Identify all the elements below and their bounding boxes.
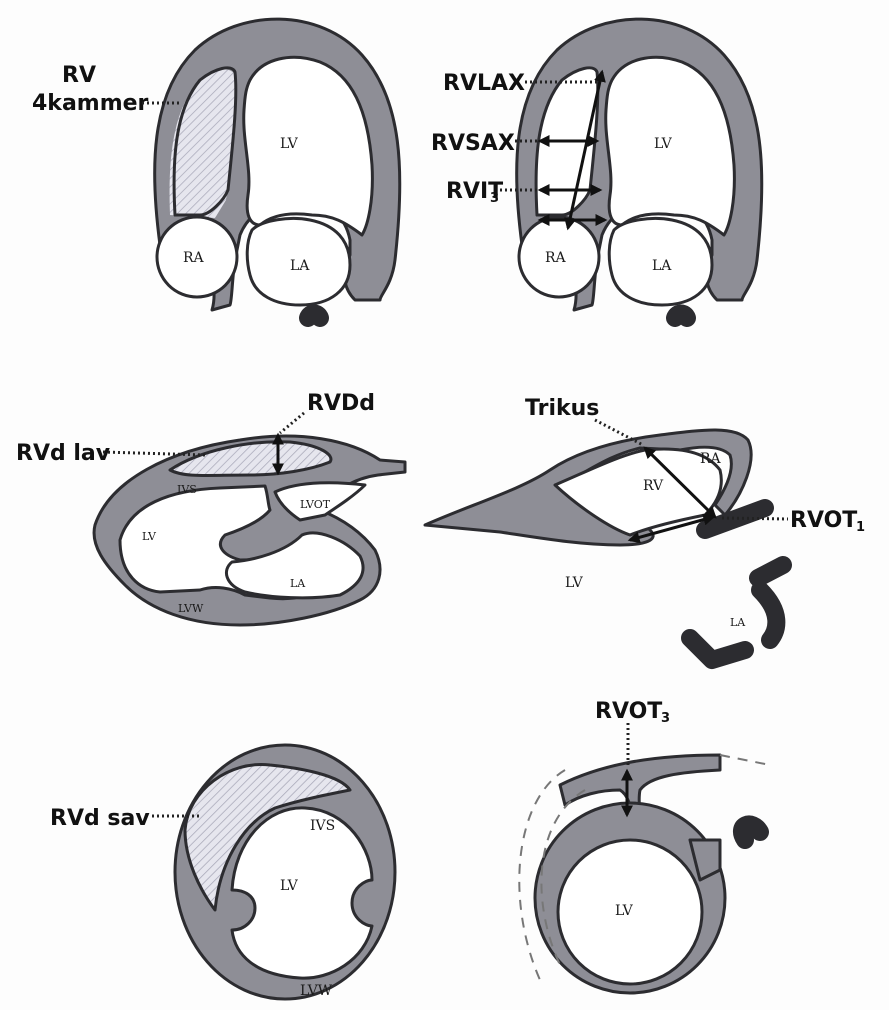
- panel-plax: IVS LVOT LV LA LVW RVDd RVd lav: [16, 391, 405, 625]
- pv-stub: [308, 314, 320, 319]
- ivs-label-psax: IVS: [310, 818, 335, 834]
- rvot1-subscript: 1: [856, 520, 865, 535]
- rvlax-label: RVLAX: [443, 71, 525, 96]
- pulm-valve-line: [705, 508, 765, 530]
- rvot1-label: RVOT: [790, 508, 857, 533]
- ivs-label-plax: IVS: [177, 483, 197, 496]
- panel-apical-4ch-left: RA LV LA RV 4kammer: [32, 19, 400, 318]
- la-label: LA: [290, 258, 310, 274]
- lvw-label-psax: LVW: [300, 983, 333, 999]
- rv-label: RV: [62, 63, 96, 88]
- pv-stub-2: [675, 314, 687, 319]
- lv-label-rvot-sax: LV: [615, 903, 634, 919]
- lv-label-outflow: LV: [565, 575, 584, 591]
- la-label-2: LA: [652, 258, 672, 274]
- aorta-hook: [742, 824, 760, 840]
- rvot3-subscript: 3: [661, 711, 670, 726]
- rvdd-label: RVDd: [307, 391, 375, 416]
- lvot-label: LVOT: [300, 498, 331, 511]
- panel-psax: IVS LV LVW RVd sav: [50, 745, 395, 999]
- rvit3-subscript: 3: [490, 191, 499, 206]
- trikus-label: Trikus: [525, 396, 599, 421]
- rvot-top-dash: [720, 755, 770, 765]
- panel-rv-outflow: RA RV LV LA Trikus RVOT 1: [425, 396, 865, 660]
- lv-label-2: LV: [654, 136, 673, 152]
- panel-apical-4ch-right: RA LV LA RVLAX RVSAX RVIT 3: [431, 19, 762, 318]
- la-label-plax: LA: [290, 577, 306, 590]
- la-arc: [760, 590, 776, 640]
- lv-label-plax: LV: [142, 530, 157, 543]
- rvot3-label: RVOT: [595, 699, 662, 724]
- la-wall-top: [758, 565, 783, 578]
- rvsax-label: RVSAX: [431, 131, 515, 156]
- la-label-outflow: LA: [730, 616, 746, 629]
- panel-rvot-sax: LV RVOT 3: [519, 699, 770, 993]
- lv-label-psax: LV: [280, 878, 299, 894]
- lv-label: LV: [280, 136, 299, 152]
- 4kammer-label: 4kammer: [32, 91, 149, 116]
- ra-label-2: RA: [545, 250, 567, 266]
- ra-label-outflow: RA: [700, 451, 722, 467]
- ra-label: RA: [183, 250, 205, 266]
- lvw-label-plax: LVW: [178, 602, 204, 615]
- rvd-lav-label: RVd lav: [16, 441, 111, 466]
- lv-psax-cavity: [232, 808, 372, 978]
- rvdd-leader: [280, 413, 304, 433]
- rv-plax-outline: [170, 442, 331, 476]
- rv-label-outflow: RV: [643, 478, 664, 494]
- rvd-sav-label: RVd sav: [50, 806, 150, 831]
- mitral-stub: [690, 638, 745, 660]
